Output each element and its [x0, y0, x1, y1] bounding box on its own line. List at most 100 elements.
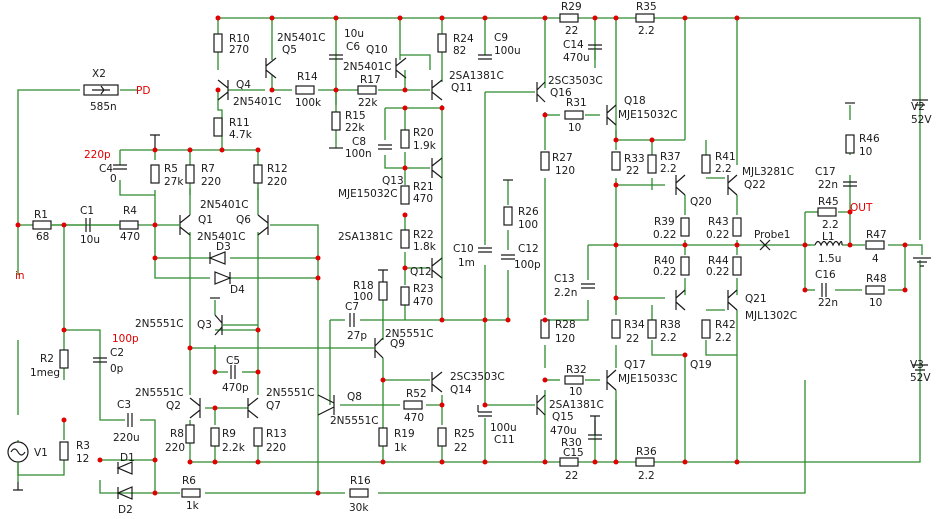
label-r38: R38 [660, 319, 681, 331]
capacitor-c14 [588, 44, 602, 68]
label-r28: R28 [555, 319, 576, 331]
label-r34-value: 22 [626, 333, 639, 345]
label-q13: Q13 [382, 175, 404, 187]
diode-d1 [116, 461, 133, 475]
resistor-r5 [150, 164, 160, 184]
label-r29: R29 [561, 1, 582, 13]
resistor-r9 [210, 427, 220, 447]
label-r18-value: 100 [353, 291, 373, 303]
label-r10-value: 270 [229, 44, 249, 56]
label-c6-value: 10u [344, 28, 364, 40]
resistor-r6 [181, 488, 201, 498]
label-q5: Q5 [282, 44, 297, 56]
resistor-r16 [349, 488, 369, 498]
label-r12-value: 220 [267, 176, 287, 188]
label-v2: V2 [911, 101, 925, 113]
resistor-r27 [540, 151, 550, 171]
label-r8-value: 220 [165, 442, 185, 454]
resistor-r45 [817, 207, 837, 217]
label-r32: R32 [566, 364, 587, 376]
label-r10: R10 [229, 33, 250, 45]
label-r38-value: 2.2 [660, 332, 677, 344]
label-output-node: OUT [850, 202, 873, 214]
label-r27: R27 [552, 152, 573, 164]
transistor-q7 [247, 397, 259, 419]
label-q9: Q9 [390, 338, 405, 350]
resistor-r25 [437, 427, 447, 447]
transistor-q6 [257, 214, 269, 236]
label-c15-value: 470u [550, 425, 577, 437]
resistor-r15 [331, 111, 341, 131]
label-q14-type: 2SC3503C [450, 371, 505, 383]
transistor-q11 [431, 79, 443, 101]
transistor-q20 [675, 174, 686, 196]
label-r33: R33 [624, 153, 645, 165]
label-c3: C3 [117, 399, 131, 411]
label-r12: R12 [267, 163, 288, 175]
label-q3: Q3 [197, 319, 212, 331]
label-q7-type: 2N5551C [266, 387, 315, 399]
label-r43: R43 [708, 216, 729, 228]
label-v2-value: 52V [911, 114, 932, 126]
resistor-r48 [865, 285, 885, 295]
label-r3: R3 [76, 440, 90, 452]
label-c2-value: 0p [110, 363, 124, 375]
label-q16-type: 2SC3503C [548, 75, 603, 87]
label-r8: R8 [170, 428, 184, 440]
capacitor-c12 [501, 254, 515, 260]
label-r19: R19 [394, 428, 415, 440]
resistor-r42 [701, 319, 711, 339]
diode-d2 [116, 486, 133, 500]
label-q21-type: MJL1302C [745, 310, 797, 322]
label-r1: R1 [34, 209, 48, 221]
label-x2: X2 [92, 68, 106, 80]
label-r15: R15 [345, 110, 366, 122]
label-r37-value: 2.2 [660, 163, 677, 175]
junction-nodes [15, 15, 908, 496]
label-q22-type: MJL3281C [742, 166, 794, 178]
label-r32-value: 10 [569, 386, 582, 398]
label-r41-value: 2.2 [715, 163, 732, 175]
label-c11: C11 [494, 434, 515, 446]
capacitor-c3 [127, 413, 133, 427]
capacitor-c1 [51, 218, 120, 232]
label-r4-value: 470 [120, 231, 140, 243]
label-c6: C6 [346, 41, 360, 53]
transistor-q8 [317, 394, 335, 416]
resistor-r38 [647, 319, 657, 339]
capacitor-c2 [93, 357, 107, 363]
label-r25: R25 [454, 428, 475, 440]
label-q4-type: 2N5401C [233, 96, 282, 108]
transistor-q3 [214, 314, 258, 336]
resistor-r41 [701, 154, 711, 174]
label-c16: C16 [815, 269, 836, 281]
label-r39-value: 0.22 [653, 229, 676, 241]
label-r20: R20 [413, 127, 434, 139]
label-c5: C5 [226, 355, 240, 367]
transistor-q5 [265, 57, 277, 79]
label-r23-value: 470 [413, 296, 433, 308]
label-q15: Q15 [552, 411, 574, 423]
label-d1: D1 [120, 452, 135, 464]
label-r17: R17 [360, 74, 381, 86]
label-q17-type: MJE15033C [618, 373, 678, 385]
transistor-q13 [431, 157, 443, 179]
label-r20-value: 1.9k [413, 140, 437, 152]
label-r22: R22 [413, 229, 434, 241]
transistor-q17 [606, 369, 617, 391]
resistor-r8 [185, 424, 195, 444]
resistor-r32 [564, 375, 584, 385]
label-r15-value: 22k [345, 122, 365, 134]
label-c4: C4 [99, 163, 113, 175]
label-r21: R21 [413, 181, 434, 193]
label-r5-value: 27k [164, 176, 184, 188]
capacitor-c16 [821, 283, 827, 297]
label-q6-type: 2N5401C [200, 199, 249, 211]
label-c7-value: 27p [347, 330, 367, 342]
capacitor-c7 [349, 313, 355, 327]
label-c12: C12 [518, 243, 539, 255]
transistor-q21 [727, 289, 738, 311]
label-r52-value: 470 [404, 412, 424, 424]
label-c7: C7 [345, 301, 359, 313]
capacitor-c13 [581, 283, 595, 289]
